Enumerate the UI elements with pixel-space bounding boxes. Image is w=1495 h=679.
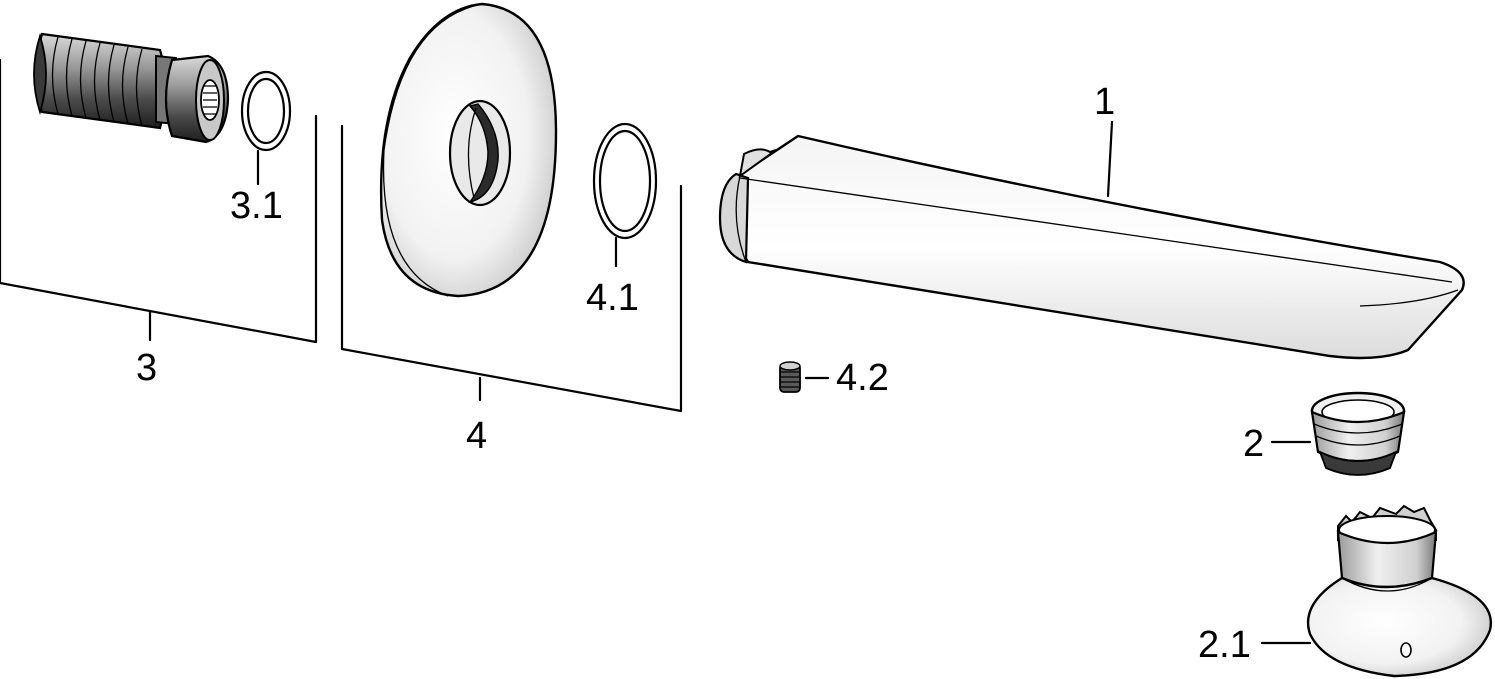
aerator-2 — [1270, 391, 1406, 476]
callout-label-4: 4 — [466, 415, 487, 457]
threaded-connector — [33, 32, 230, 144]
callout-label-2-1: 2.1 — [1198, 624, 1251, 666]
bracket-group-3 — [0, 58, 318, 344]
connector-assembly-3 — [0, 32, 318, 344]
seal-ring-3-1 — [240, 70, 292, 186]
spout-1 — [718, 120, 1465, 360]
callout-label-4-1: 4.1 — [586, 277, 639, 319]
callout-label-3: 3 — [136, 347, 157, 389]
bracket-group-4 — [340, 124, 683, 413]
callout-label-4-2: 4.2 — [836, 357, 889, 399]
callout-label-1: 1 — [1094, 81, 1115, 123]
rosette-disc — [379, 2, 558, 298]
callout-label-2: 2 — [1243, 423, 1264, 465]
seal-ring-4-1 — [592, 122, 658, 268]
grub-screw-4-2 — [779, 361, 830, 393]
aerator-housing-2-1 — [1260, 504, 1493, 678]
rosette-assembly-4 — [340, 2, 830, 413]
callout-label-3-1: 3.1 — [230, 185, 283, 227]
